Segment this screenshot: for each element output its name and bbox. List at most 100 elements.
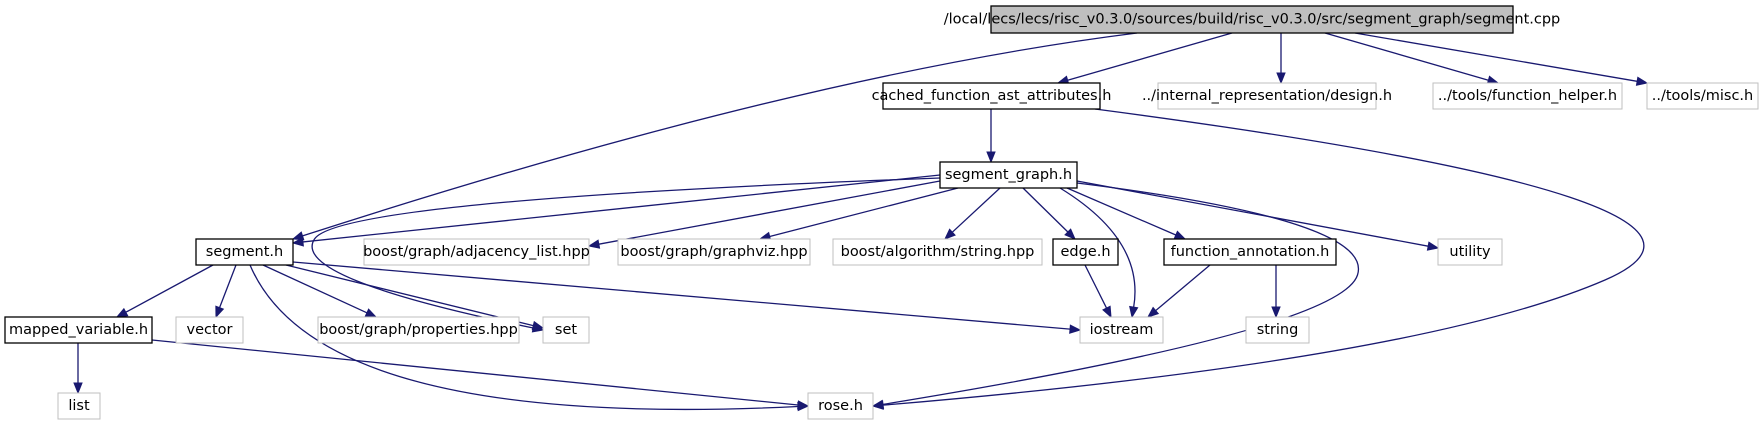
node-props: boost/graph/properties.hpp: [317, 316, 520, 344]
node-label: boost/graph/graphviz.hpp: [620, 244, 807, 260]
node-box: [807, 392, 874, 420]
edge-line: [292, 261, 1071, 330]
node-box: [175, 316, 244, 344]
arrowhead-icon: [797, 400, 810, 410]
node-box: [832, 238, 1043, 266]
node-label: ../tools/function_helper.h: [1438, 88, 1617, 104]
arrowhead-icon: [1635, 76, 1649, 86]
arrowhead-icon: [587, 239, 601, 249]
node-box: [1052, 238, 1119, 266]
node-rose: rose.h: [807, 392, 874, 420]
arrowhead-icon: [1064, 228, 1076, 240]
edge-root-to-design: [1276, 33, 1286, 85]
node-fannot[interactable]: function_annotation.h: [1163, 238, 1337, 266]
node-box: [1157, 82, 1377, 110]
edge-line: [1067, 32, 1233, 81]
edge-sgraph-to-rose: [871, 182, 1360, 409]
node-box: [1437, 238, 1503, 266]
node-iostream: iostream: [1079, 316, 1164, 344]
node-label: utility: [1449, 244, 1491, 260]
edge-sgraph-to-edge: [1022, 187, 1076, 240]
edge-sgraph-to-iostream: [1059, 187, 1139, 319]
arrowhead-icon: [1276, 72, 1286, 85]
edge-sgraph-to-segment: [291, 174, 941, 247]
node-graphviz: boost/graph/graphviz.hpp: [617, 238, 811, 266]
node-edge[interactable]: edge.h: [1052, 238, 1119, 266]
node-box: [1079, 316, 1164, 344]
arrowhead-icon: [1146, 306, 1160, 318]
edge-line: [302, 174, 941, 243]
edge-line: [302, 32, 1138, 237]
node-box: [617, 238, 811, 266]
node-box: [363, 238, 590, 266]
edge-line: [1324, 32, 1489, 81]
arrowhead-icon: [1102, 305, 1112, 319]
arrowhead-icon: [531, 320, 545, 331]
node-box: [1646, 82, 1759, 110]
node-box: [1432, 82, 1623, 110]
edge-segment-to-iostream: [292, 261, 1082, 334]
edge-segment-to-set: [285, 264, 545, 331]
edge-line: [1022, 187, 1069, 233]
node-label: vector: [187, 322, 233, 338]
arrowhead-icon: [1426, 241, 1440, 251]
edge-line: [311, 177, 941, 329]
edge-line: [285, 264, 534, 327]
node-fhelper: ../tools/function_helper.h: [1432, 82, 1623, 110]
edge-line: [1084, 264, 1108, 309]
edge-root-to-fhelper: [1324, 32, 1500, 85]
node-set: set: [542, 316, 590, 344]
arrowhead-icon: [1069, 324, 1082, 334]
arrowhead-icon: [215, 305, 225, 319]
edge-line: [882, 108, 1645, 406]
node-box: [542, 316, 590, 344]
edge-line: [951, 187, 1001, 233]
node-label: edge.h: [1060, 244, 1110, 260]
edge-line: [882, 182, 1360, 406]
node-label: segment_graph.h: [945, 167, 1072, 183]
node-box: [4, 316, 153, 344]
arrowhead-icon: [291, 231, 305, 241]
arrowhead-icon: [944, 228, 956, 240]
edge-sgraph-to-algstring: [944, 187, 1001, 240]
node-label: function_annotation.h: [1171, 244, 1330, 260]
node-utility: utility: [1437, 238, 1503, 266]
node-box: [882, 82, 1101, 110]
arrowhead-icon: [1129, 305, 1139, 319]
node-string: string: [1245, 316, 1310, 344]
arrowhead-icon: [1173, 230, 1187, 240]
node-segment[interactable]: segment.h: [195, 238, 294, 266]
node-label: string: [1257, 322, 1299, 338]
node-box: [939, 161, 1078, 189]
edge-line: [218, 264, 237, 308]
arrowhead-icon: [986, 151, 996, 164]
node-misc: ../tools/misc.h: [1646, 82, 1759, 110]
node-list: list: [57, 392, 101, 420]
node-label: set: [555, 322, 577, 338]
nodes-layer: /local/lecs/lecs/risc_v0.3.0/sources/bui…: [4, 5, 1759, 420]
node-mapped[interactable]: mapped_variable.h: [4, 316, 153, 344]
node-sgraph[interactable]: segment_graph.h: [939, 161, 1078, 189]
edge-mapped-to-rose: [151, 339, 810, 410]
node-box: [1163, 238, 1337, 266]
node-box: [990, 5, 1514, 34]
arrowhead-icon: [364, 308, 378, 318]
edge-mapped-to-list: [73, 343, 83, 395]
node-cfaa[interactable]: cached_function_ast_attributes.h: [872, 82, 1112, 110]
edge-line: [769, 187, 959, 238]
edge-cfaa-to-sgraph: [986, 109, 996, 164]
edge-line: [1059, 187, 1136, 308]
edge-line: [262, 264, 368, 314]
node-root[interactable]: /local/lecs/lecs/risc_v0.3.0/sources/bui…: [944, 5, 1561, 34]
node-label: cached_function_ast_attributes.h: [872, 88, 1112, 104]
arrowhead-icon: [115, 307, 129, 318]
node-box: [195, 238, 294, 266]
node-label: ../internal_representation/design.h: [1142, 88, 1392, 104]
node-box: [317, 316, 520, 344]
node-vector: vector: [175, 316, 244, 344]
edge-line: [1354, 32, 1638, 82]
node-label: boost/graph/properties.hpp: [319, 322, 518, 338]
arrowhead-icon: [871, 399, 885, 409]
edge-segment-to-vector: [215, 264, 237, 319]
